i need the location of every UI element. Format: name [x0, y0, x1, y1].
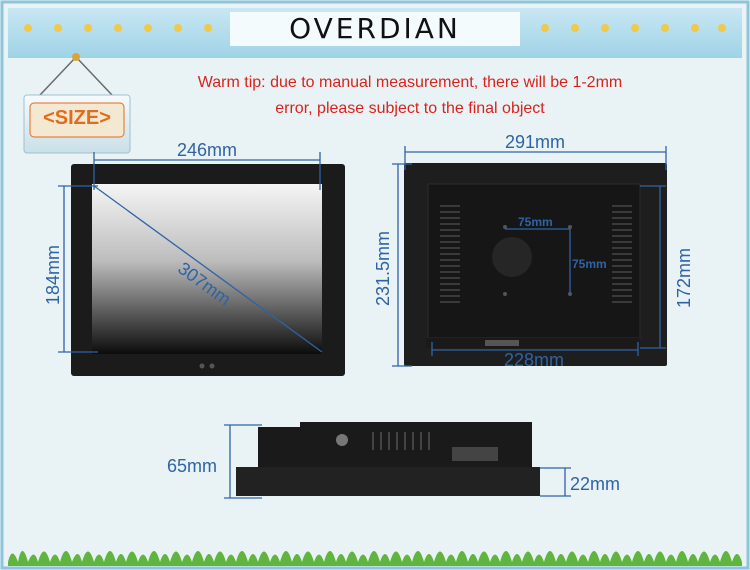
warm-tip-line-2: error, please subject to the final objec…	[275, 100, 545, 117]
back-height-label: 231.5mm	[373, 230, 393, 306]
vesa-horizontal-label: 75mm	[518, 215, 553, 229]
front-dimension-lines	[58, 152, 323, 353]
back-dimension-lines	[392, 146, 667, 367]
back-inner-width-label: 228mm	[504, 350, 565, 370]
size-board	[23, 53, 131, 154]
front-width-label: 246mm	[177, 140, 238, 160]
top-banner	[8, 8, 742, 58]
front-height-label: 184mm	[43, 244, 63, 305]
front-monitor	[71, 164, 345, 376]
back-monitor	[404, 163, 667, 366]
side-thin-depth-label: 22mm	[570, 474, 621, 494]
back-width-label: 291mm	[505, 132, 566, 152]
warm-tip-line-1: Warm tip: due to manual measurement, the…	[197, 74, 623, 91]
brand-logo-text: OVERDIAN	[289, 12, 461, 45]
size-label: <SIZE>	[43, 107, 111, 129]
side-dimension-lines	[224, 424, 571, 499]
grass-border	[8, 551, 742, 566]
side-depth-label: 65mm	[167, 456, 218, 476]
side-monitor	[236, 422, 540, 496]
back-inner-height-label: 172mm	[674, 247, 694, 308]
vesa-vertical-label: 75mm	[572, 257, 607, 271]
warm-tip: Warm tip: due to manual measurement, the…	[150, 70, 670, 122]
